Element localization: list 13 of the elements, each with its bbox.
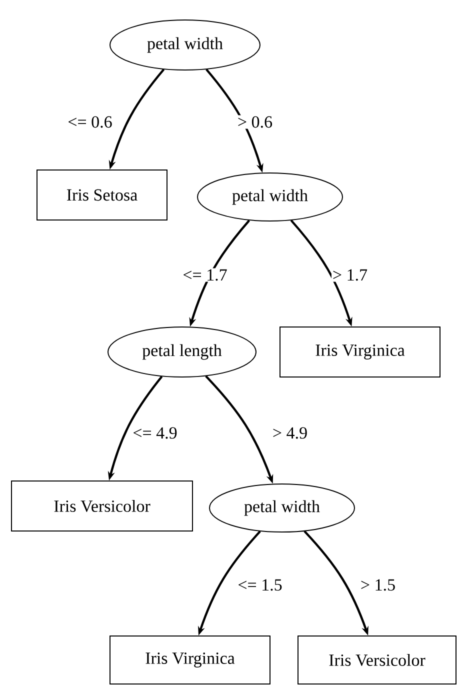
leaf-box: Iris Virginica [280, 326, 440, 378]
edge-label: <= 0.6 [66, 115, 114, 129]
edge-label: > 0.6 [236, 115, 274, 129]
edge-label: > 4.9 [271, 426, 309, 440]
leaf-box: Iris Versicolor [11, 480, 193, 532]
edge-label: <= 1.7 [182, 268, 228, 282]
leaf-box: Iris Versicolor [298, 636, 456, 684]
edge-label: <= 1.5 [236, 578, 284, 592]
edge-label: > 1.5 [359, 578, 397, 592]
edge-label: > 1.7 [331, 268, 369, 282]
leaf-box: Iris Setosa [36, 170, 168, 220]
leaf-box: Iris Virginica [110, 636, 270, 684]
edge-label: <= 4.9 [132, 426, 178, 440]
